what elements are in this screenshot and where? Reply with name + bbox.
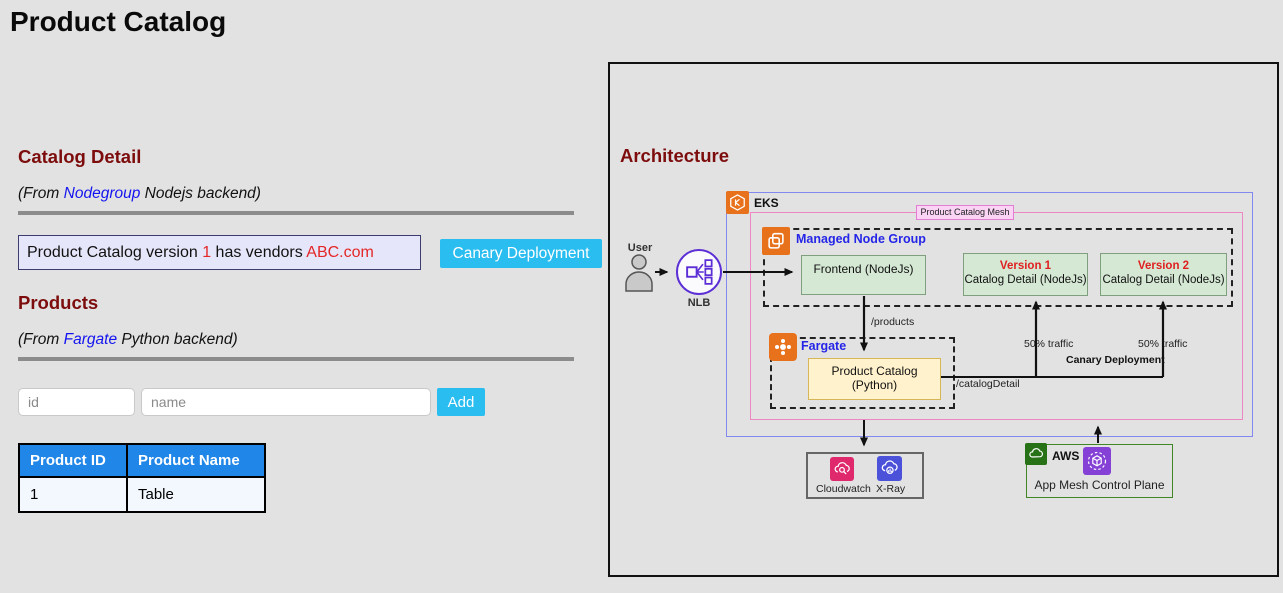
table-header-row: Product ID Product Name (18, 443, 266, 478)
version1-subtitle: Catalog Detail (NodeJs) (964, 274, 1087, 286)
products-heading: Products (18, 292, 99, 313)
traffic-left-label: 50% traffic (1024, 338, 1074, 350)
catalog-detail-subtitle: (From Nodegroup Nodejs backend) (18, 185, 261, 203)
page-title: Product Catalog (10, 6, 227, 37)
add-product-button[interactable]: Add (437, 388, 485, 416)
version1-node: Version 1 Catalog Detail (NodeJs) (963, 253, 1088, 296)
subtitle-prefix: (From (18, 331, 64, 348)
catalog-route-label: /catalogDetail (956, 378, 1020, 390)
frontend-node: Frontend (NodeJs) (801, 255, 926, 295)
products-table: Product ID Product Name 1 Table (18, 443, 266, 513)
version2-node: Version 2 Catalog Detail (NodeJs) (1100, 253, 1227, 296)
fargate-link[interactable]: Fargate (63, 331, 118, 348)
cloudwatch-label: Cloudwatch (816, 483, 871, 495)
subtitle-prefix: (From (18, 185, 64, 202)
products-route-label: /products (871, 316, 915, 328)
fargate-box (770, 337, 955, 409)
cell-product-name: Table (126, 476, 266, 513)
observability-box (806, 452, 924, 499)
version-status-box: Product Catalog version 1 has vendors AB… (18, 235, 421, 270)
architecture-heading: Architecture (620, 145, 729, 166)
header-product-id: Product ID (18, 443, 128, 478)
fargate-label: Fargate (801, 339, 847, 353)
managed-node-group-label: Managed Node Group (796, 232, 926, 246)
aws-label: AWS (1052, 449, 1080, 463)
header-product-name: Product Name (126, 443, 266, 478)
catalog-detail-heading: Catalog Detail (18, 146, 142, 167)
cloudwatch-icon (830, 457, 854, 481)
mesh-label: Product Catalog Mesh (916, 205, 1014, 220)
python-service-node: Product Catalog (Python) (808, 358, 941, 400)
user-icon (622, 254, 656, 297)
appmesh-label: App Mesh Control Plane (1034, 478, 1165, 492)
xray-label: X-Ray (876, 483, 906, 495)
managed-node-group-icon (762, 227, 790, 255)
appmesh-icon (1083, 447, 1111, 475)
nlb-icon (676, 249, 722, 295)
eks-container (726, 192, 1253, 437)
aws-icon (1025, 443, 1047, 465)
architecture-panel (608, 62, 1279, 577)
nlb-label: NLB (687, 297, 711, 309)
cell-product-id: 1 (18, 476, 128, 513)
nodegroup-link[interactable]: Nodegroup (63, 185, 141, 202)
canary-deployment-label: Canary Deployment (1066, 354, 1165, 366)
subtitle-suffix: Nodejs backend) (140, 185, 261, 202)
product-name-input[interactable] (141, 388, 431, 416)
fargate-icon (769, 333, 797, 361)
subtitle-suffix: Python backend) (117, 331, 238, 348)
table-row: 1 Table (18, 476, 266, 513)
divider (18, 357, 574, 361)
vendor-text: has vendors (211, 244, 307, 261)
product-id-input[interactable] (18, 388, 135, 416)
traffic-right-label: 50% traffic (1138, 338, 1188, 350)
version2-subtitle: Catalog Detail (NodeJs) (1102, 274, 1225, 286)
canary-deployment-button[interactable]: Canary Deployment (440, 239, 602, 268)
eks-icon (726, 191, 749, 214)
user-label: User (627, 242, 653, 254)
vendor-name: ABC.com (306, 244, 374, 261)
xray-icon (877, 456, 902, 481)
managed-node-group-box (763, 228, 1233, 307)
eks-label: EKS (754, 196, 779, 210)
version-text: Product Catalog version (27, 244, 203, 261)
version2-title: Version 2 (1137, 260, 1190, 272)
version1-title: Version 1 (999, 260, 1052, 272)
version-number: 1 (202, 244, 212, 261)
products-subtitle: (From Fargate Python backend) (18, 331, 238, 349)
appmesh-box (1026, 444, 1173, 498)
divider (18, 211, 574, 215)
